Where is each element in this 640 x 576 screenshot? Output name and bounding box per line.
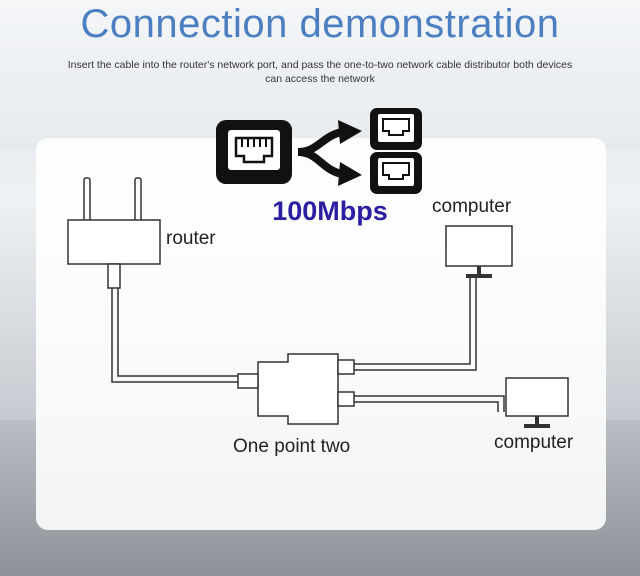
splitter-label: One point two xyxy=(233,436,351,457)
ethernet-port-icon xyxy=(370,152,422,194)
ethernet-port-icon xyxy=(370,108,422,150)
router-label: router xyxy=(166,228,216,249)
split-arrow-icon xyxy=(297,120,362,186)
computer-monitor-icon xyxy=(505,377,569,428)
computer-label-bottom: computer xyxy=(494,432,574,453)
computer-monitor-icon xyxy=(445,225,513,278)
diagram-card xyxy=(36,138,606,530)
ethernet-port-icon xyxy=(216,120,292,184)
splitter-illustration xyxy=(237,353,355,425)
page-title: Connection demonstration xyxy=(80,2,560,46)
network-cables xyxy=(111,278,505,412)
speed-label: 100Mbps xyxy=(272,196,388,226)
computer-label-top: computer xyxy=(432,196,512,217)
page-subtitle: Insert the cable into the router's netwo… xyxy=(67,59,573,85)
office-ceiling-backdrop xyxy=(0,0,640,150)
router-illustration xyxy=(67,177,161,289)
